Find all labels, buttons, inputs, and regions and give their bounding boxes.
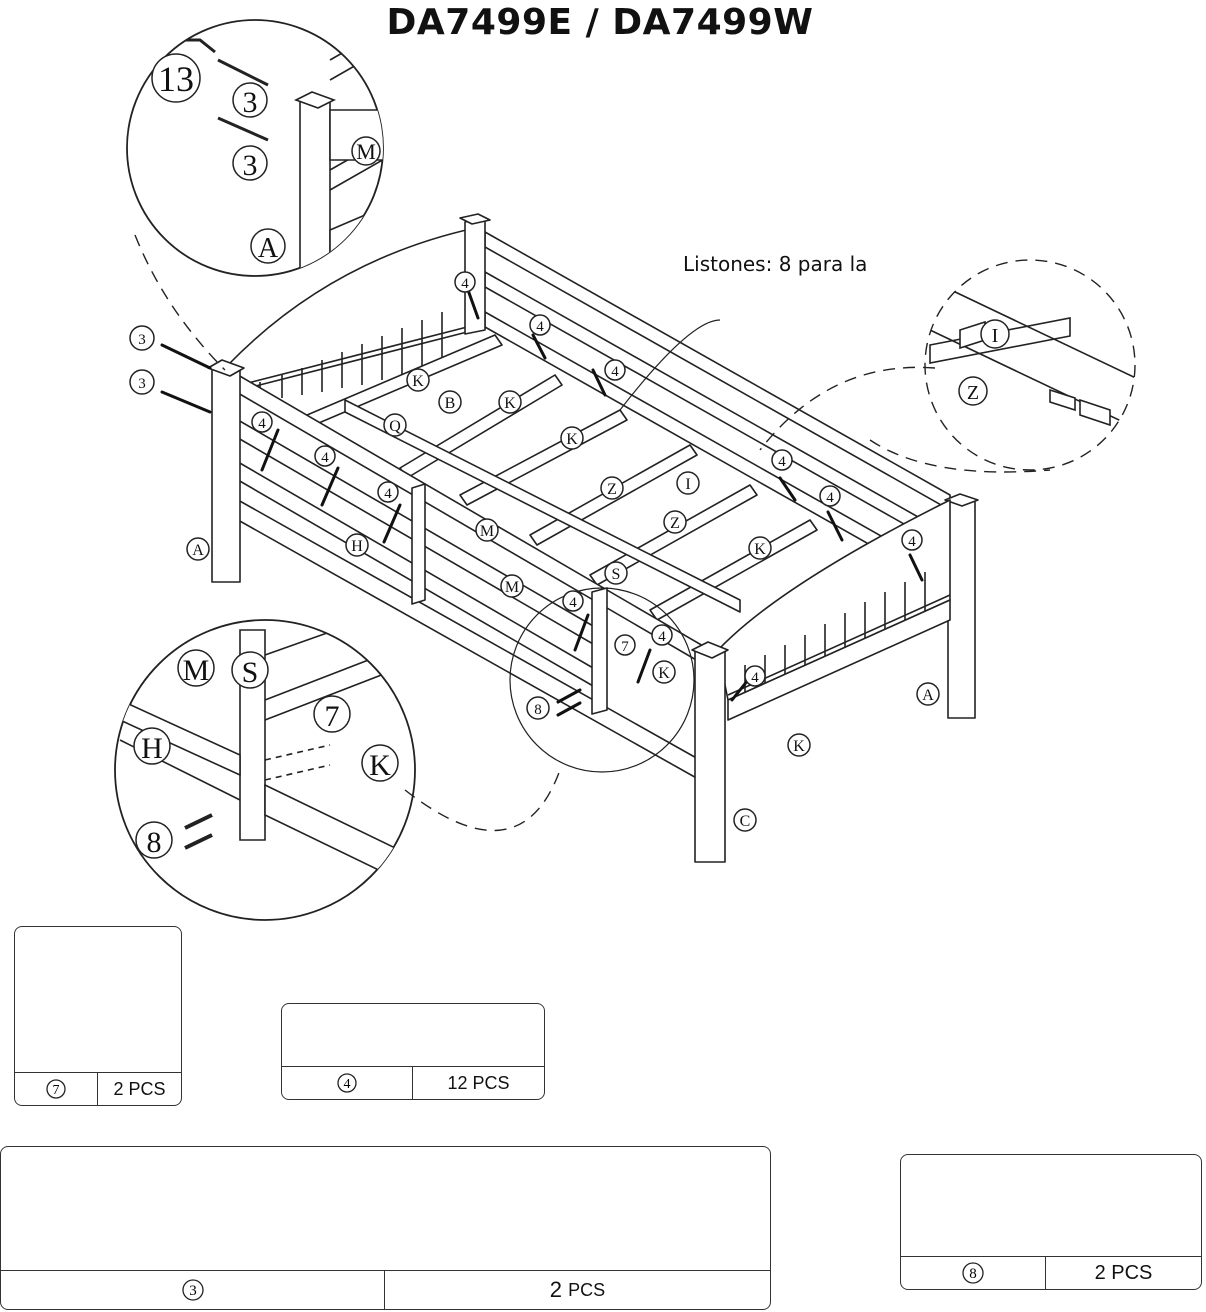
svg-text:K: K bbox=[566, 431, 578, 448]
svg-text:B: B bbox=[445, 395, 456, 412]
svg-text:8: 8 bbox=[534, 702, 542, 718]
svg-text:3: 3 bbox=[138, 376, 146, 392]
part-label-H: H bbox=[345, 533, 369, 557]
part-label-K1: K bbox=[406, 368, 430, 392]
svg-text:3: 3 bbox=[189, 1283, 197, 1299]
svg-text:Z: Z bbox=[670, 515, 680, 532]
hardware-box-4: 4 12 PCS bbox=[281, 1003, 545, 1100]
svg-text:4: 4 bbox=[384, 486, 392, 502]
part-label-K2: K bbox=[498, 390, 522, 414]
svg-text:4: 4 bbox=[658, 629, 666, 645]
qty-7: 2 PCS bbox=[97, 1073, 181, 1105]
label-layer: K B K Q K Z I Z M H K A S M K A K C 4 4 … bbox=[129, 53, 1010, 859]
svg-text:3: 3 bbox=[243, 149, 258, 182]
detail-right bbox=[929, 279, 1135, 431]
svg-text:I: I bbox=[992, 325, 999, 347]
page-title: DA7499E / DA7499W bbox=[386, 2, 814, 43]
svg-text:7: 7 bbox=[53, 1083, 60, 1098]
part-label-M2: M bbox=[500, 574, 524, 598]
svg-text:7: 7 bbox=[621, 639, 629, 655]
svg-text:4: 4 bbox=[908, 534, 916, 550]
svg-text:4: 4 bbox=[611, 364, 619, 380]
svg-text:C: C bbox=[740, 813, 751, 830]
qty-3-number: 2 bbox=[549, 1277, 563, 1302]
hardware-box-3: 3 2 PCS bbox=[0, 1146, 771, 1310]
qty-4: 12 PCS bbox=[412, 1067, 544, 1099]
svg-text:K: K bbox=[658, 665, 670, 682]
qty-3: 2 PCS bbox=[384, 1271, 770, 1309]
callout-4-icon: 4 bbox=[337, 1073, 357, 1093]
qty-3-unit: PCS bbox=[568, 1279, 606, 1300]
svg-text:A: A bbox=[922, 687, 934, 704]
svg-text:M: M bbox=[505, 579, 519, 596]
svg-text:4: 4 bbox=[536, 319, 544, 335]
part-label-K3: K bbox=[560, 426, 584, 450]
svg-text:Q: Q bbox=[389, 418, 401, 435]
qty-8: 2 PCS bbox=[1045, 1257, 1201, 1289]
callout-4: 4 4 4 4 4 4 4 4 4 4 4 4 bbox=[251, 271, 923, 687]
svg-text:K: K bbox=[369, 749, 391, 782]
svg-text:I: I bbox=[685, 476, 690, 493]
svg-text:4: 4 bbox=[778, 454, 786, 470]
svg-text:7: 7 bbox=[325, 700, 340, 733]
svg-text:4: 4 bbox=[826, 490, 834, 506]
svg-text:A: A bbox=[192, 542, 204, 559]
part-label-K6: K bbox=[787, 733, 811, 757]
callout-3-icon: 3 bbox=[181, 1279, 204, 1301]
svg-text:K: K bbox=[504, 395, 516, 412]
svg-text:13: 13 bbox=[158, 59, 194, 99]
svg-text:8: 8 bbox=[969, 1266, 977, 1282]
callout-7-icon: 7 bbox=[46, 1079, 66, 1099]
svg-text:3: 3 bbox=[138, 332, 146, 348]
svg-text:3: 3 bbox=[243, 86, 258, 119]
hardware-box-8: 8 2 PCS bbox=[900, 1154, 1202, 1290]
part-label-C: C bbox=[733, 808, 757, 832]
svg-text:4: 4 bbox=[461, 276, 469, 292]
svg-text:4: 4 bbox=[751, 670, 759, 686]
svg-text:4: 4 bbox=[321, 450, 329, 466]
part-label-Q: Q bbox=[383, 413, 407, 437]
slat-note: Listones: 8 para la bbox=[683, 252, 868, 276]
part-label-S: S bbox=[604, 561, 628, 585]
svg-text:H: H bbox=[351, 538, 363, 555]
screw-marks bbox=[160, 288, 924, 717]
callout-8-icon: 8 bbox=[962, 1262, 984, 1284]
svg-text:H: H bbox=[141, 732, 163, 765]
svg-text:K: K bbox=[793, 738, 805, 755]
svg-text:M: M bbox=[183, 654, 210, 687]
svg-text:M: M bbox=[480, 523, 494, 540]
svg-text:Z: Z bbox=[607, 481, 617, 498]
part-label-Z2: Z bbox=[663, 510, 687, 534]
detail-bl-labels: M S H 7 K 8 bbox=[133, 649, 399, 859]
part-label-B: B bbox=[438, 390, 462, 414]
svg-text:S: S bbox=[242, 656, 259, 689]
callout-3-main: 3 3 bbox=[129, 325, 155, 395]
part-label-Z1: Z bbox=[600, 476, 624, 500]
svg-text:8: 8 bbox=[147, 826, 162, 859]
svg-text:S: S bbox=[612, 566, 621, 583]
svg-text:K: K bbox=[412, 373, 424, 390]
part-label-K4: K bbox=[748, 536, 772, 560]
svg-text:4: 4 bbox=[569, 595, 577, 611]
svg-text:K: K bbox=[754, 541, 766, 558]
part-label-I: I bbox=[676, 471, 700, 495]
part-label-K5: K bbox=[652, 660, 676, 684]
hardware-box-7: 7 2 PCS bbox=[14, 926, 182, 1106]
detail-r-labels: I Z bbox=[958, 319, 1010, 406]
svg-text:M: M bbox=[356, 139, 376, 164]
svg-text:A: A bbox=[258, 233, 279, 264]
callout-7-8-main: 7 8 bbox=[526, 634, 636, 720]
part-label-M1: M bbox=[475, 518, 499, 542]
svg-text:4: 4 bbox=[258, 416, 266, 432]
detail-tl-labels: 13 3 3 M A bbox=[151, 53, 381, 264]
part-label-A2: A bbox=[916, 682, 940, 706]
part-label-A1: A bbox=[186, 537, 210, 561]
svg-text:Z: Z bbox=[967, 382, 979, 404]
callout-dashes bbox=[134, 234, 1136, 832]
bed-frame bbox=[207, 213, 979, 863]
svg-text:4: 4 bbox=[344, 1077, 351, 1092]
